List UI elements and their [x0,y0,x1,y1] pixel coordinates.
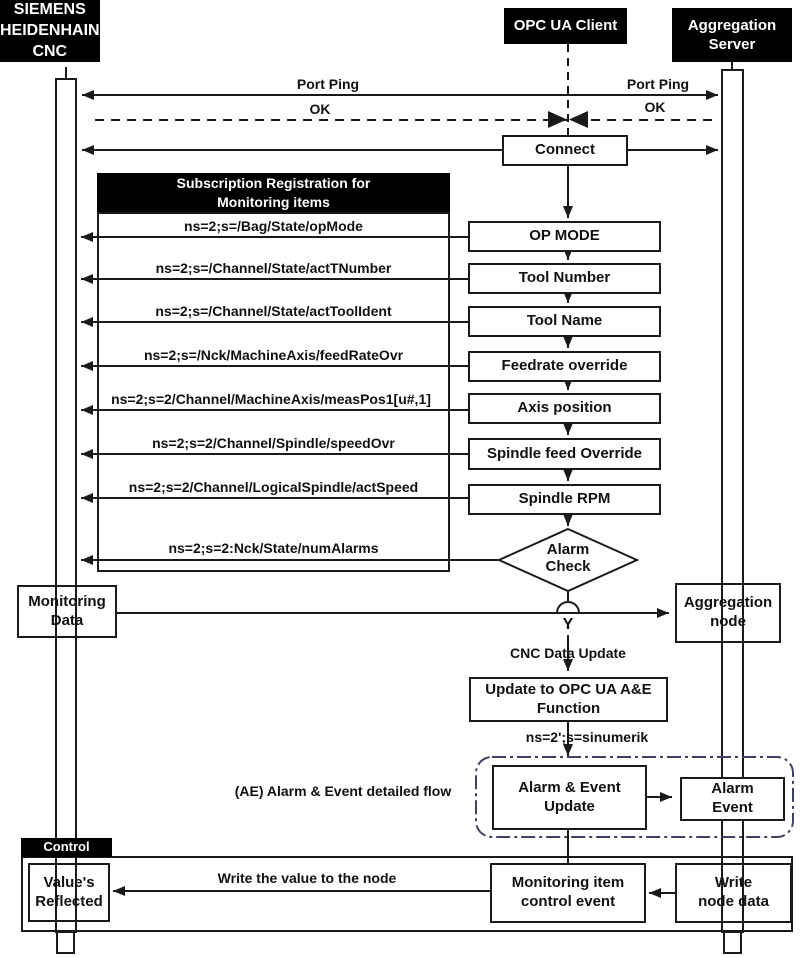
actor-cnc: SIEMENS HEIDENHAIN CNC [0,0,100,63]
monitoring-item-control-event-box: Monitoring item control event [490,863,646,923]
server-lifeline [721,62,744,954]
yes-branch-label: Y [562,616,574,633]
write-node-data-box: Write node data [675,863,792,923]
sinumerik-namespace-label: ns=2';s=sinumerik [525,729,649,745]
control-arrows [113,886,675,898]
node-box-op-mode: OP MODE [468,221,661,252]
monitoring-to-aggregation-arrow [117,591,669,671]
cnc-lifeline [55,67,77,954]
ns-path-label: ns=2;s=2/Channel/LogicalSpindle/actSpeed [128,479,419,495]
ns-path-label: ns=2;s=/Channel/State/actTNumber [155,260,392,276]
node-box-axis-position: Axis position [468,393,661,424]
ns-path-label: ns=2;s=2/Channel/MachineAxis/measPos1[u#… [111,391,431,407]
ns-path-label: ns=2;s=/Nck/MachineAxis/feedRateOvr [143,347,404,363]
update-opc-ua-ae-box: Update to OPC UA A&E Function [469,677,668,722]
ns-path-label: ns=2;s=2:Nck/State/numAlarms [168,540,379,556]
ok-left-label: OK [309,101,331,117]
node-box-feedrate-override: Feedrate override [468,351,661,382]
monitoring-data-box: Monitoring Data [17,585,117,638]
aggregation-node-box: Aggregation node [675,583,781,643]
subscription-frame [97,212,450,572]
node-box-tool-name: Tool Name [468,306,661,337]
actor-opc-ua-client: OPC UA Client [504,8,627,44]
ae-flow-frame [475,756,794,838]
ok-right-label: OK [644,99,666,115]
ns-path-label: ns=2;s=/Channel/State/actToolIdent [155,303,392,319]
control-frame [21,856,793,932]
ns-path-label: ns=2;s=2/Channel/Spindle/speedOvr [152,435,395,451]
values-reflected-box: Value's Reflected [28,863,110,922]
ns-path-label: ns=2;s=/Bag/State/opMode [184,218,363,234]
ae-flow-caption: (AE) Alarm & Event detailed flow [234,783,452,799]
control-tab: Control [21,838,112,857]
node-box-spindle-rpm: Spindle RPM [468,484,661,515]
subscription-arrows [81,232,499,565]
alarm-check-label: Alarm Check [545,541,591,576]
node-box-tool-number: Tool Number [468,263,661,294]
write-value-label: Write the value to the node [217,870,397,886]
node-box-spindle-feed-override: Spindle feed Override [468,438,661,470]
port-ping-right-label: Port Ping [626,76,690,92]
port-ping-left-label: Port Ping [296,76,360,92]
cnc-data-update-label: CNC Data Update [510,645,626,661]
ok-meet-arrowheads [548,111,588,128]
alarm-event-update-box: Alarm & Event Update [492,765,647,830]
connect-box: Connect [502,135,628,166]
subscription-header: Subscription Registration for Monitoring… [97,173,450,212]
actor-aggregation-server: Aggregation Server [672,8,792,62]
alarm-event-box: Alarm Event [680,777,785,821]
port-ping-arrows [82,90,718,121]
